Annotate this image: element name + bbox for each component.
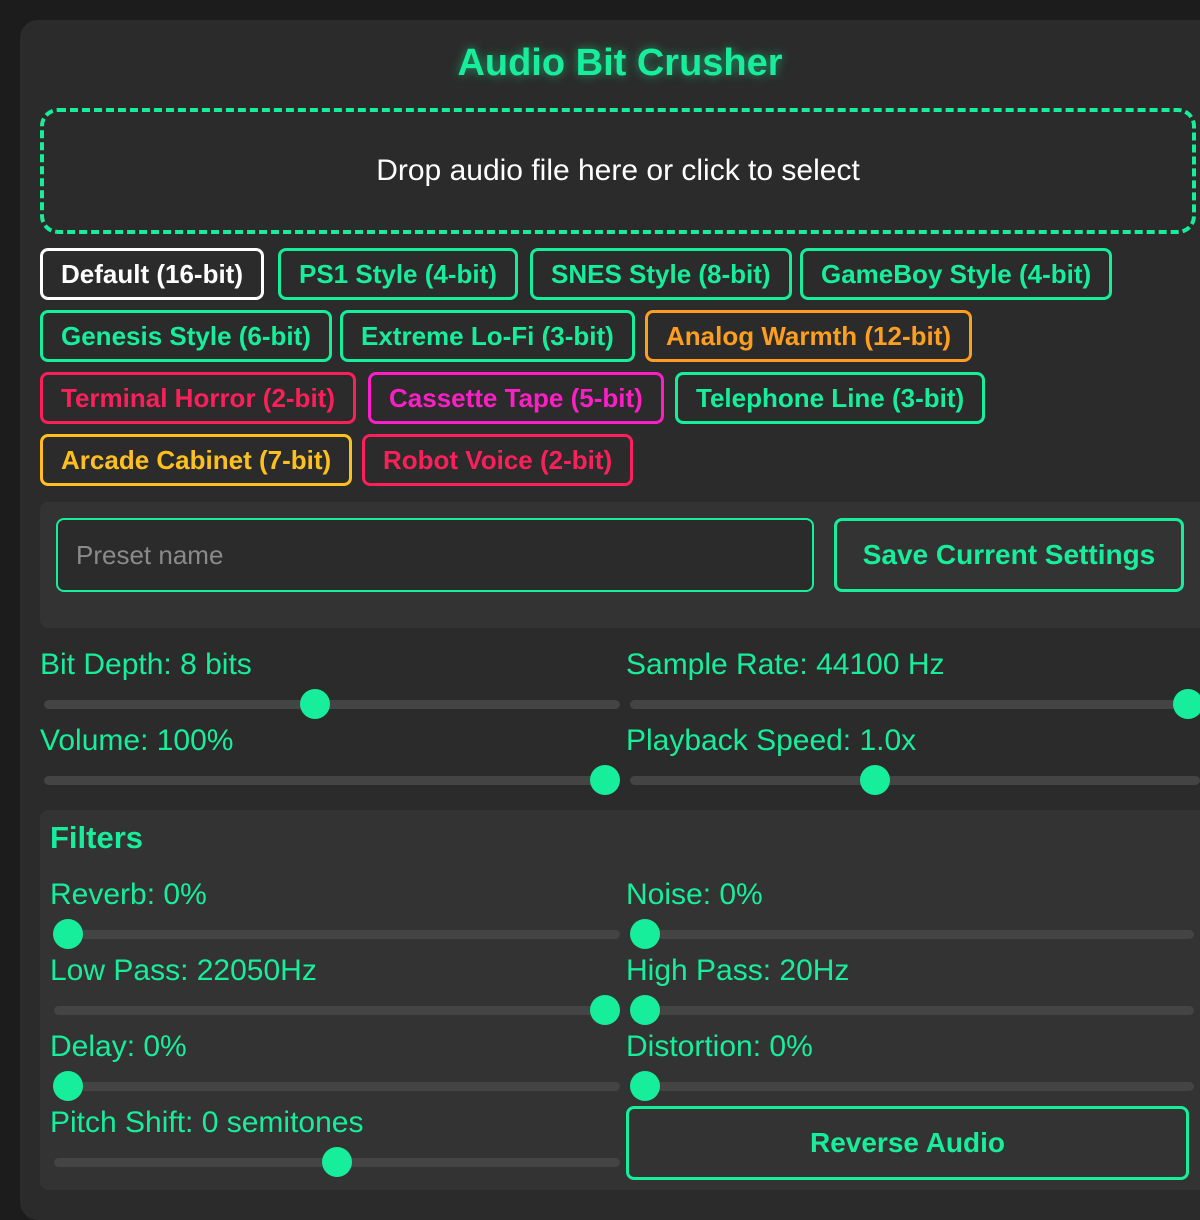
preset-button[interactable]: SNES Style (8-bit) [530,248,792,300]
preset-button[interactable]: Genesis Style (6-bit) [40,310,332,362]
noise-slider-thumb[interactable] [630,919,660,949]
bit-depth-slider[interactable] [44,689,620,719]
delay-slider[interactable] [53,1071,620,1101]
reverb-label: Reverb: 0% [50,878,207,911]
preset-button[interactable]: Cassette Tape (5-bit) [368,372,664,424]
filters-title: Filters [50,820,144,855]
sample-rate-label: Sample Rate: 44100 Hz [626,648,945,681]
playback-speed-label: Playback Speed: 1.0x [626,724,917,757]
low-pass-slider-thumb[interactable] [590,995,620,1025]
preset-button[interactable]: GameBoy Style (4-bit) [800,248,1113,300]
delay-label: Delay: 0% [50,1030,187,1063]
pitch-shift-slider-thumb[interactable] [322,1147,352,1177]
reverb-slider-thumb[interactable] [53,919,83,949]
bit-depth-slider-thumb[interactable] [299,689,330,719]
playback-speed-slider[interactable] [630,765,1200,795]
app-title: Audio Bit Crusher [457,42,783,84]
sample-rate-slider[interactable] [630,689,1200,719]
pitch-shift-label: Pitch Shift: 0 semitones [50,1106,364,1139]
noise-slider[interactable] [630,919,1194,949]
sample-rate-slider-thumb[interactable] [1173,689,1200,719]
high-pass-label: High Pass: 20Hz [626,954,850,987]
preset-button[interactable]: Extreme Lo-Fi (3-bit) [340,310,635,362]
save-settings-button[interactable]: Save Current Settings [834,518,1184,592]
dropzone-label: Drop audio file here or click to select [376,154,860,187]
reverse-audio-button[interactable]: Reverse Audio [626,1106,1189,1180]
high-pass-slider-thumb[interactable] [630,995,660,1025]
preset-button[interactable]: Robot Voice (2-bit) [362,434,634,486]
volume-slider[interactable] [44,765,620,795]
distortion-slider-thumb[interactable] [630,1071,660,1101]
preset-name-input[interactable] [56,518,814,592]
distortion-slider[interactable] [630,1071,1194,1101]
pitch-shift-slider[interactable] [54,1147,620,1177]
playback-speed-slider-thumb[interactable] [860,765,891,795]
save-preset-section: Save Current Settings [40,502,1200,628]
volume-label: Volume: 100% [40,724,234,757]
filters-section [40,810,1200,1190]
low-pass-label: Low Pass: 22050Hz [50,954,317,987]
volume-slider-thumb[interactable] [590,765,620,795]
preset-button[interactable]: Telephone Line (3-bit) [675,372,986,424]
preset-button[interactable]: Default (16-bit) [40,248,264,300]
bit-depth-label: Bit Depth: 8 bits [40,648,252,681]
preset-button[interactable]: PS1 Style (4-bit) [278,248,518,300]
preset-button[interactable]: Terminal Horror (2-bit) [40,372,356,424]
delay-slider-thumb[interactable] [53,1071,83,1101]
high-pass-slider[interactable] [630,995,1194,1025]
noise-label: Noise: 0% [626,878,763,911]
preset-button[interactable]: Arcade Cabinet (7-bit) [40,434,353,486]
audio-dropzone[interactable]: Drop audio file here or click to select [40,108,1196,234]
reverb-slider[interactable] [53,919,620,949]
distortion-label: Distortion: 0% [626,1030,813,1063]
low-pass-slider[interactable] [54,995,620,1025]
preset-button[interactable]: Analog Warmth (12-bit) [645,310,973,362]
